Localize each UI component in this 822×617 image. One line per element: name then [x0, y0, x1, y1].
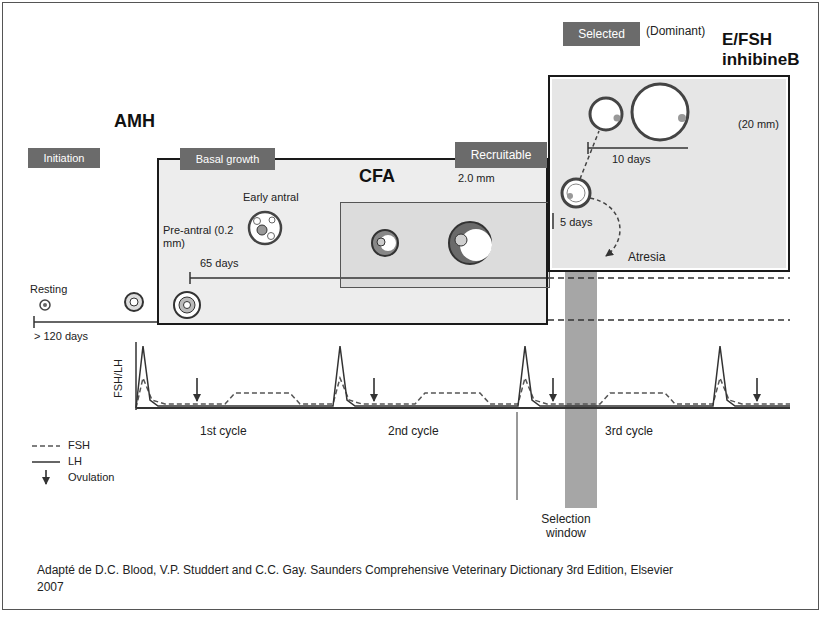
- follicle: [269, 217, 275, 223]
- annotation: Pre-antral (0.2 mm): [163, 224, 235, 250]
- follicle: [614, 115, 621, 122]
- annotation: Early antral: [243, 191, 299, 204]
- timeline: [189, 272, 191, 284]
- selection-window-band: [565, 272, 597, 508]
- follicle: [372, 230, 398, 256]
- hormone-graph: [136, 342, 790, 500]
- annotation: > 120 days: [34, 330, 88, 343]
- follicle: [184, 302, 191, 309]
- hormone-graph: [373, 378, 375, 401]
- follicle: [567, 184, 585, 202]
- region-box: CFA: [340, 202, 550, 288]
- follicle: [268, 233, 275, 240]
- follicle: [130, 298, 138, 306]
- follicle: [377, 238, 385, 246]
- region-heading: CFA: [359, 165, 395, 187]
- page-frame: [3, 3, 819, 610]
- stage-tag: Recruitable: [455, 142, 547, 168]
- follicle: [174, 292, 200, 318]
- legend-text: Ovulation: [68, 471, 114, 484]
- region-heading: AMH: [114, 110, 155, 132]
- follicle: [249, 212, 281, 244]
- stage-label: Selected: [578, 27, 625, 42]
- annotation: 2.0 mm: [458, 172, 495, 185]
- stage-tag: Selected: [563, 22, 640, 46]
- annotation: 5 days: [560, 216, 592, 229]
- follicle: [40, 300, 50, 310]
- follicle: [678, 114, 686, 122]
- timeline: [552, 213, 554, 229]
- stage-label: Basal growth: [196, 152, 260, 166]
- annotation: Resting: [30, 283, 67, 296]
- legend-sample: [45, 470, 47, 484]
- annotation: Atresia: [628, 250, 665, 264]
- hormone-graph: [136, 378, 790, 408]
- stage-tag: Initiation: [28, 148, 100, 168]
- timeline: [548, 277, 790, 279]
- timeline: [34, 142, 790, 328]
- follicle-path: [580, 131, 599, 179]
- follicle: [254, 218, 261, 225]
- timeline: [588, 147, 688, 149]
- annotation: 65 days: [200, 257, 239, 270]
- follicle: [40, 84, 688, 318]
- timeline: [33, 316, 35, 328]
- stage-label: Recruitable: [471, 148, 532, 163]
- follicle: [632, 84, 688, 140]
- stage-tag: Basal growth: [180, 148, 275, 170]
- hormone-graph: [196, 378, 198, 401]
- region-fill: [340, 202, 550, 288]
- legend-sample: [32, 461, 60, 463]
- timeline: [34, 321, 157, 323]
- follicle-path: [590, 198, 620, 256]
- follicle: [455, 234, 467, 246]
- follicle: [43, 303, 47, 307]
- annotation: 2nd cycle: [388, 424, 439, 438]
- legend-text: LH: [68, 455, 82, 468]
- caption: Adapté de D.C. Blood, V.P. Studdert and …: [37, 562, 677, 596]
- annotation: (20 mm): [738, 118, 779, 131]
- follicle: [179, 297, 195, 313]
- hormone-graph: [517, 412, 518, 500]
- timeline: [587, 142, 589, 154]
- annotation: Selection window: [531, 512, 601, 540]
- follicle: [562, 179, 590, 207]
- axis-label: FSH/LH: [112, 359, 125, 398]
- legend-sample: [32, 445, 60, 447]
- legend-text: FSH: [68, 439, 90, 452]
- follicle: [257, 225, 267, 235]
- timeline: [190, 277, 548, 279]
- timeline: [548, 319, 790, 321]
- annotation: (Dominant): [646, 24, 705, 38]
- annotation: 10 days: [612, 153, 651, 166]
- hormone-graph: [136, 407, 790, 409]
- follicle: [590, 98, 622, 130]
- region-heading: E/FSH inhibineB: [722, 30, 814, 70]
- page-frame: [3, 3, 819, 610]
- hormone-graph: [756, 378, 758, 401]
- stage-label: Initiation: [44, 151, 85, 165]
- selection-window-band: [565, 272, 597, 508]
- annotation: 3rd cycle: [605, 424, 653, 438]
- annotation: 1st cycle: [200, 424, 247, 438]
- follicle: [567, 193, 573, 199]
- region-fill: [552, 79, 786, 268]
- hormone-graph: [136, 346, 790, 408]
- hormone-graph: [552, 378, 554, 401]
- follicle-path: [580, 131, 620, 256]
- region-box: E/FSH inhibineB: [548, 75, 790, 272]
- follicle: [449, 222, 491, 264]
- follicle: [125, 293, 143, 311]
